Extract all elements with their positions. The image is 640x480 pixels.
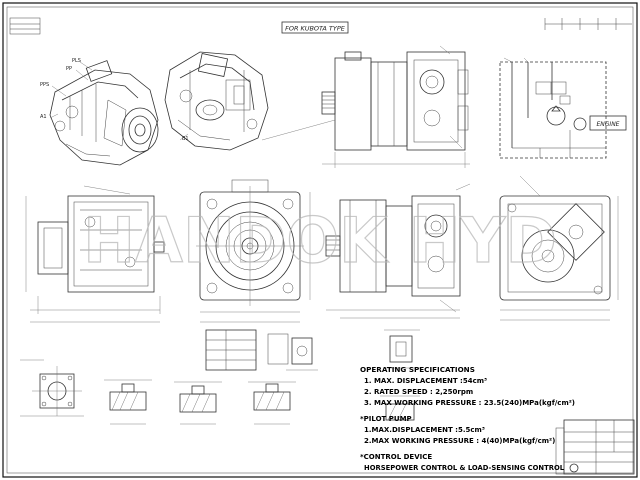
isometric-view-right xyxy=(164,51,269,151)
front-view-3 xyxy=(325,183,471,319)
pilot-line-2: 2.MAX WORKING PRESSURE : 4(40)MPa(kgf/cm… xyxy=(364,437,555,445)
revision-box xyxy=(9,17,41,35)
control-heading: *CONTROL DEVICE xyxy=(360,453,432,461)
detail-view-2 xyxy=(174,381,222,425)
watermark: HANDOK HYD xyxy=(83,204,557,277)
detail-view-7 xyxy=(380,395,420,421)
label-pps: PPS xyxy=(40,82,49,88)
spec-line-3: 3. MAX WORKING PRESSURE : 23.5(240)MPa(k… xyxy=(364,399,575,407)
label-engine: ENGINE xyxy=(597,121,620,128)
top-ruler xyxy=(544,18,632,30)
detail-view-4 xyxy=(248,381,296,425)
title-block xyxy=(555,419,635,475)
detail-view-1 xyxy=(104,379,152,425)
sheet-inner-border xyxy=(6,6,634,474)
pilot-heading: *PILOT PUMP xyxy=(360,415,412,423)
drawing-title: FOR KUBOTA TYPE xyxy=(285,25,346,33)
control-line-1: HORSEPOWER CONTROL & LOAD-SENSING CONTRO… xyxy=(364,464,565,472)
label-b1: B1 xyxy=(182,136,189,142)
detail-view-6 xyxy=(384,329,420,369)
label-pp: PP xyxy=(66,66,72,72)
hydraulic-schematic: ENGINE xyxy=(499,57,627,159)
spec-line-2: 2. RATED SPEED : 2,250rpm xyxy=(364,388,473,396)
side-view-top xyxy=(261,45,470,168)
pilot-line-1: 1.MAX.DISPLACEMENT :5.5cm³ xyxy=(364,426,485,434)
flange-detail xyxy=(20,359,84,417)
front-view-1 xyxy=(25,185,165,323)
front-view-2 xyxy=(196,179,311,323)
title-banner: FOR KUBOTA TYPE xyxy=(281,21,349,34)
detail-view-3 xyxy=(205,329,289,371)
detail-view-5 xyxy=(286,337,318,371)
label-pls: PLS xyxy=(72,58,81,64)
front-view-4 xyxy=(499,175,619,321)
isometric-view-left xyxy=(49,60,159,166)
specifications: OPERATING SPECIFICATIONS 1. MAX. DISPLAC… xyxy=(360,365,575,472)
label-a1: A1 xyxy=(40,114,47,120)
specs-heading: OPERATING SPECIFICATIONS xyxy=(360,365,475,374)
spec-line-1: 1. MAX. DISPLACEMENT :54cm³ xyxy=(364,377,487,385)
